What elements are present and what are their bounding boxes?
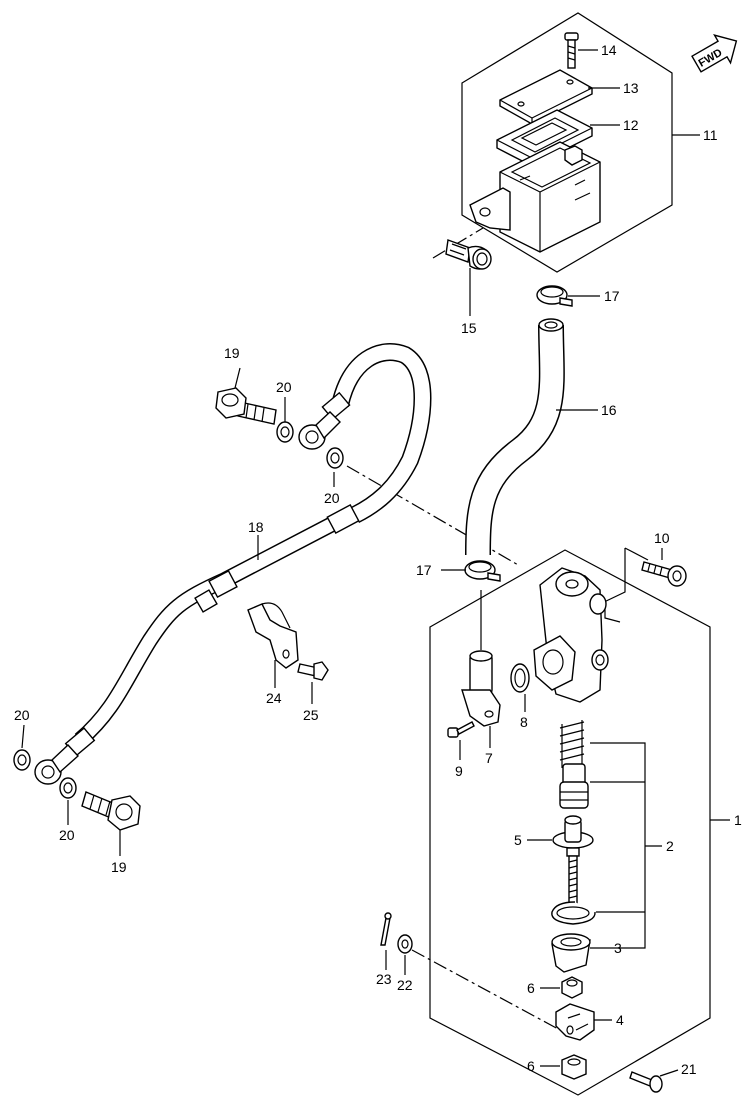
callout-20-c: 20: [14, 707, 30, 723]
callout-20-b: 20: [324, 490, 340, 506]
clevis-pin: [629, 1071, 663, 1093]
reservoir-cap-screw: [564, 32, 579, 69]
reservoir-diaphragm: [496, 109, 593, 167]
callout-1: 1: [734, 812, 742, 828]
reservoir-hose: [465, 318, 565, 556]
callout-7: 7: [485, 750, 493, 766]
callout-9: 9: [455, 763, 463, 779]
callout-19-upper: 19: [224, 345, 240, 361]
master-cylinder-bolt: [641, 561, 687, 587]
washer-20-a: [276, 421, 294, 443]
fitting-screw: [447, 721, 475, 738]
reservoir-mount-bolt: [445, 239, 492, 270]
hose-clamp-upper: [536, 285, 573, 307]
brake-hose: [34, 343, 432, 785]
callout-6-lower: 6: [527, 1058, 535, 1074]
callout-24: 24: [266, 690, 282, 706]
callout-12: 12: [623, 117, 639, 133]
leader-lines: [21, 49, 730, 1077]
master-cylinder-boundary: [429, 549, 711, 1096]
lock-nut-lower: [561, 1054, 587, 1080]
callout-2: 2: [666, 838, 674, 854]
o-ring: [510, 663, 530, 693]
dust-boot: [551, 933, 591, 973]
callout-17-lower: 17: [416, 562, 432, 578]
hose-clamp-lower: [464, 560, 501, 582]
callout-20-a: 20: [276, 379, 292, 395]
callout-17-upper: 17: [604, 288, 620, 304]
reservoir-boundary: [461, 12, 673, 273]
piston-spring: [559, 720, 589, 809]
callout-3: 3: [614, 940, 622, 956]
callout-11: 11: [703, 127, 718, 143]
pin-washer: [397, 934, 413, 954]
master-cylinder-body: [533, 567, 609, 703]
callout-22: 22: [397, 977, 413, 993]
cotter-pin: [380, 912, 392, 946]
callout-20-d: 20: [59, 827, 75, 843]
callout-16: 16: [601, 402, 617, 418]
pushrod: [552, 815, 594, 909]
union-bolt-lower: [81, 791, 141, 831]
washer-20-c: [13, 749, 31, 771]
hose-fitting-elbow: [461, 650, 501, 727]
callout-18: 18: [248, 519, 264, 535]
union-bolt-upper: [215, 387, 277, 425]
bracket-line-bolt10: [601, 548, 626, 604]
clevis: [555, 1003, 595, 1041]
callout-23: 23: [376, 971, 392, 987]
callout-13: 13: [623, 80, 639, 96]
washer-20-d: [59, 777, 77, 799]
callout-10: 10: [654, 530, 670, 546]
circlip: [551, 901, 596, 925]
reservoir-body: [469, 141, 601, 253]
washer-20-b: [326, 447, 344, 469]
callout-14: 14: [601, 42, 617, 58]
callout-5: 5: [514, 832, 522, 848]
hose-clamp-bracket: [247, 602, 299, 669]
alignment-line-pin: [411, 949, 561, 1031]
callout-25: 25: [303, 707, 319, 723]
callout-6-upper: 6: [527, 980, 535, 996]
bracket-line-bolt10c: [604, 608, 621, 623]
reservoir-cap-plate: [499, 69, 593, 125]
alignment-line-hose: [346, 465, 521, 567]
callout-19-lower: 19: [111, 859, 127, 875]
bracket-line-bolt10b: [624, 547, 649, 561]
lock-nut-upper: [561, 976, 583, 999]
fwd-arrow-icon: FWD: [691, 34, 738, 73]
bracket-bolt: [297, 661, 329, 681]
callout-15: 15: [461, 320, 477, 336]
callout-21: 21: [681, 1061, 697, 1077]
callout-8: 8: [520, 714, 528, 730]
callout-4: 4: [616, 1012, 624, 1028]
